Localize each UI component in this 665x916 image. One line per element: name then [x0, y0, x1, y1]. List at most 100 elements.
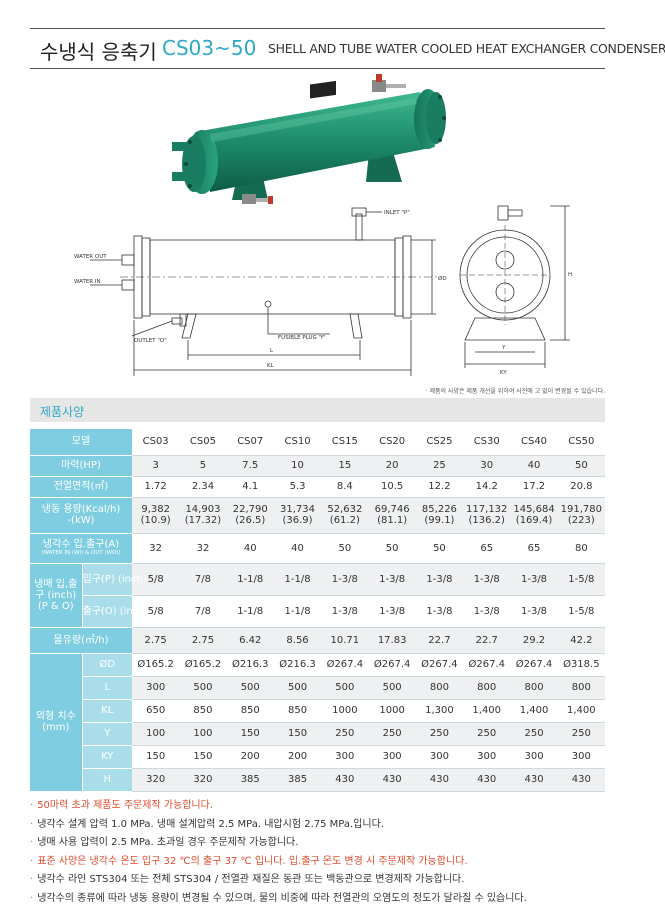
capacity-kw: (99.1)	[424, 515, 455, 526]
capacity-kw: (10.9)	[140, 515, 171, 526]
model-range: CS03~50	[162, 36, 257, 60]
header-dimensions: 외형 치수 (mm)	[30, 653, 82, 792]
note-text: 냉각수의 종류에 따라 냉동 용량이 변경될 수 있으며, 물의 비중에 따라 …	[37, 892, 527, 904]
dim-y-cell: 250	[557, 722, 605, 746]
dim-d-cell: Ø267.4	[415, 653, 464, 677]
inlet-cell: 1-1/8	[273, 563, 322, 596]
model-cell: CS25	[415, 429, 464, 456]
table-row-dim-h: H 320 320 385 385 430 430 430 430 430 43…	[30, 768, 605, 792]
inlet-cell: 1-3/8	[510, 563, 558, 596]
water-cell: 65	[510, 533, 558, 564]
flow-cell: 8.56	[273, 627, 322, 654]
dim-ky-cell: 300	[557, 745, 605, 769]
dim-l-cell: 800	[415, 676, 464, 700]
inlet-cell: 1-5/8	[557, 563, 605, 596]
header-capacity-line2: -(kW)	[67, 515, 95, 526]
label-dim-D: ØD	[438, 275, 447, 282]
model-cell: CS03	[132, 429, 180, 456]
dim-h-cell: 430	[321, 768, 369, 792]
capacity-cell: 22,790(26.5)	[226, 497, 274, 534]
table-row-dim-kl: KL 650 850 850 850 1000 1000 1,300 1,400…	[30, 699, 605, 723]
dim-l-cell: 500	[368, 676, 416, 700]
dim-y-cell: 150	[273, 722, 322, 746]
header-capacity: 냉동 용량(Kcal/h) -(kW)	[30, 497, 132, 534]
dim-kl-cell: 1,300	[415, 699, 464, 723]
capacity-cell: 9,382(10.9)	[132, 497, 180, 534]
dim-h-cell: 430	[368, 768, 416, 792]
spec-section-bar: 제품사양	[30, 398, 605, 422]
hp-cell: 30	[463, 455, 511, 477]
area-cell: 14.2	[463, 476, 511, 498]
dim-kl-cell: 1000	[321, 699, 369, 723]
condenser-product-photo	[172, 74, 446, 204]
dim-kl-cell: 1000	[368, 699, 416, 723]
inlet-cell: 7/8	[179, 563, 227, 596]
dim-kl-cell: 850	[273, 699, 322, 723]
capacity-kw: (17.32)	[184, 515, 222, 526]
water-cell: 50	[321, 533, 369, 564]
inlet-cell: 5/8	[132, 563, 180, 596]
note-text: 냉각수 설계 압력 1.0 MPa. 냉매 설계압력 2.5 MPa. 내압시험…	[37, 818, 384, 830]
flow-cell: 42.2	[557, 627, 605, 654]
hp-cell: 25	[415, 455, 464, 477]
inlet-cell: 1-1/8	[226, 563, 274, 596]
header-refrigerant: 냉매 입,출구 (inch) (P & O)	[30, 563, 82, 628]
dim-l-cell: 800	[463, 676, 511, 700]
spec-change-note: · 제품의 사양은 제품 개선을 위하여 사전에 고 없이 변경될 수 있습니다…	[425, 388, 605, 395]
model-cell: CS30	[463, 429, 511, 456]
capacity-kcal: 69,746	[374, 504, 410, 515]
area-cell: 4.1	[226, 476, 274, 498]
water-cell: 32	[132, 533, 180, 564]
dim-l-cell: 300	[132, 676, 180, 700]
dim-y-cell: 100	[132, 722, 180, 746]
dim-kl-cell: 850	[179, 699, 227, 723]
capacity-cell: 69,746(81.1)	[368, 497, 416, 534]
title-top-rule	[30, 28, 605, 29]
table-row-area: 전열면적(㎡) 1.72 2.34 4.1 5.3 8.4 10.5 12.2 …	[30, 476, 605, 498]
header-dim-y: Y	[81, 722, 132, 746]
note-item: ·냉각수 라인 STS304 또는 전체 STS304 / 전열관 재질은 동관…	[30, 874, 465, 885]
area-cell: 17.2	[510, 476, 558, 498]
area-cell: 5.3	[273, 476, 322, 498]
area-cell: 12.2	[415, 476, 464, 498]
dim-h-cell: 430	[510, 768, 558, 792]
capacity-cell: 191,780(223)	[557, 497, 605, 534]
hp-cell: 10	[273, 455, 322, 477]
capacity-kcal: 117,132	[466, 504, 508, 515]
dim-ky-cell: 300	[463, 745, 511, 769]
dim-h-cell: 430	[557, 768, 605, 792]
outlet-cell: 1-1/8	[273, 595, 322, 628]
note-text: 표준 사양은 냉각수 온도 입구 32 ℃의 출구 37 ℃ 입니다.	[37, 855, 286, 867]
hp-cell: 15	[321, 455, 369, 477]
header-inlet: 입구(P) (inch)	[81, 563, 147, 596]
water-cell: 65	[463, 533, 511, 564]
table-row-dim-y: Y 100 100 150 150 250 250 250 250 250 25…	[30, 722, 605, 746]
label-dim-Y: Y	[501, 345, 506, 351]
dim-l-cell: 500	[179, 676, 227, 700]
capacity-kcal: 145,684	[513, 504, 555, 515]
label-water-in: WATER IN	[74, 279, 101, 285]
dim-y-cell: 100	[179, 722, 227, 746]
flow-cell: 2.75	[179, 627, 227, 654]
table-row-outlet: 출구(O) (inch) 5/8 7/8 1-1/8 1-1/8 1-3/8 1…	[30, 595, 605, 628]
outlet-cell: 5/8	[132, 595, 180, 628]
dim-kl-cell: 650	[132, 699, 180, 723]
header-capacity-line1: 냉동 용량(Kcal/h)	[41, 504, 121, 515]
outlet-cell: 1-3/8	[463, 595, 511, 628]
dim-d-cell: Ø165.2	[179, 653, 227, 677]
condenser-technical-drawing: INLET "P" WATER OUT WATER IN OUTLET "O" …	[74, 205, 572, 376]
water-cell: 80	[557, 533, 605, 564]
header-water-line2: (WATER IN (WI) & OUT (WO))	[41, 550, 121, 557]
dim-ky-cell: 300	[321, 745, 369, 769]
inlet-cell: 1-3/8	[415, 563, 464, 596]
area-cell: 1.72	[132, 476, 180, 498]
water-cell: 50	[415, 533, 464, 564]
flow-cell: 2.75	[132, 627, 180, 654]
capacity-kcal: 9,382	[141, 504, 170, 515]
table-row-model: 모델 CS03 CS05 CS07 CS10 CS15 CS20 CS25 CS…	[30, 429, 605, 456]
header-water: 냉각수 입.출구(A) (WATER IN (WI) & OUT (WO))	[30, 533, 132, 564]
flow-cell: 29.2	[510, 627, 558, 654]
dim-ky-cell: 150	[132, 745, 180, 769]
hp-cell: 3	[132, 455, 180, 477]
spec-table: 모델 CS03 CS05 CS07 CS10 CS15 CS20 CS25 CS…	[30, 429, 605, 792]
